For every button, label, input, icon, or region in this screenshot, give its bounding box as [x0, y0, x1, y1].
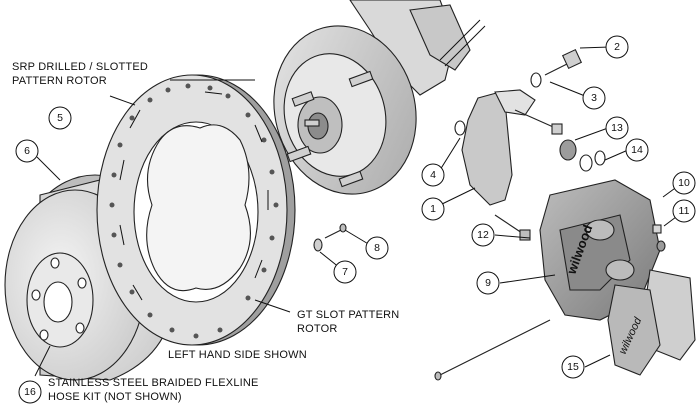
spacers-13-14 — [559, 139, 606, 172]
callout-3: 3 — [582, 86, 606, 110]
callout-1: 1 — [421, 197, 445, 221]
svg-text:4: 4 — [430, 169, 436, 181]
svg-text:9: 9 — [485, 277, 491, 289]
svg-text:11: 11 — [679, 205, 690, 217]
label-gt-rotor-line1: GT SLOT PATTERN — [297, 309, 399, 321]
svg-text:3: 3 — [591, 92, 597, 104]
label-srp-rotor-line2: PATTERN ROTOR — [12, 75, 107, 87]
bolt-and-washer-7-8 — [313, 223, 347, 252]
label-hose-line2: HOSE KIT (NOT SHOWN) — [48, 391, 182, 403]
callout-11: 11 — [672, 199, 696, 223]
bolt-2-and-washer-3 — [530, 48, 583, 88]
caliper: wilwood — [539, 179, 661, 321]
label-srp-rotor-line1: SRP DRILLED / SLOTTED — [12, 61, 148, 73]
svg-text:2: 2 — [614, 41, 620, 53]
callout-4: 4 — [421, 163, 445, 187]
label-side-note: LEFT HAND SIDE SHOWN — [168, 349, 307, 361]
callout-7: 7 — [333, 260, 357, 284]
mounting-bolt-long — [514, 109, 563, 135]
caliper-pin — [434, 319, 551, 381]
svg-text:10: 10 — [678, 177, 690, 189]
callout-12: 12 — [471, 223, 495, 247]
washer-4 — [454, 120, 466, 136]
callout-2: 2 — [605, 35, 629, 59]
callout-16: 16 — [18, 380, 42, 404]
brake-pads: wilwood — [607, 269, 696, 376]
label-hose-line1: STAINLESS STEEL BRAIDED FLEXLINE — [48, 377, 259, 389]
callout-13: 13 — [605, 116, 629, 140]
callout-9: 9 — [476, 271, 500, 295]
caliper-bracket — [461, 89, 536, 206]
callout-5: 5 — [48, 106, 72, 130]
callout-6: 6 — [15, 139, 39, 163]
callout-10: 10 — [672, 171, 696, 195]
callout-15: 15 — [561, 355, 585, 379]
svg-text:1: 1 — [430, 203, 436, 215]
callout-14: 14 — [625, 138, 649, 162]
svg-text:12: 12 — [477, 229, 489, 241]
callout-8: 8 — [365, 236, 389, 260]
bleed-screw-10-11 — [652, 224, 666, 252]
label-gt-rotor-line2: ROTOR — [297, 323, 338, 335]
svg-text:15: 15 — [567, 361, 579, 373]
leader-lines — [34, 46, 681, 377]
rotor — [96, 74, 296, 346]
hub-knuckle-assembly — [273, 0, 486, 195]
svg-text:6: 6 — [24, 145, 30, 157]
svg-text:16: 16 — [24, 386, 36, 398]
svg-text:7: 7 — [342, 266, 348, 278]
svg-text:14: 14 — [631, 144, 643, 156]
rotor-drilled-holes — [109, 83, 279, 339]
svg-text:8: 8 — [374, 242, 380, 254]
svg-text:5: 5 — [57, 112, 63, 124]
svg-text:13: 13 — [611, 122, 623, 134]
bracket-bolt-12 — [494, 214, 531, 241]
